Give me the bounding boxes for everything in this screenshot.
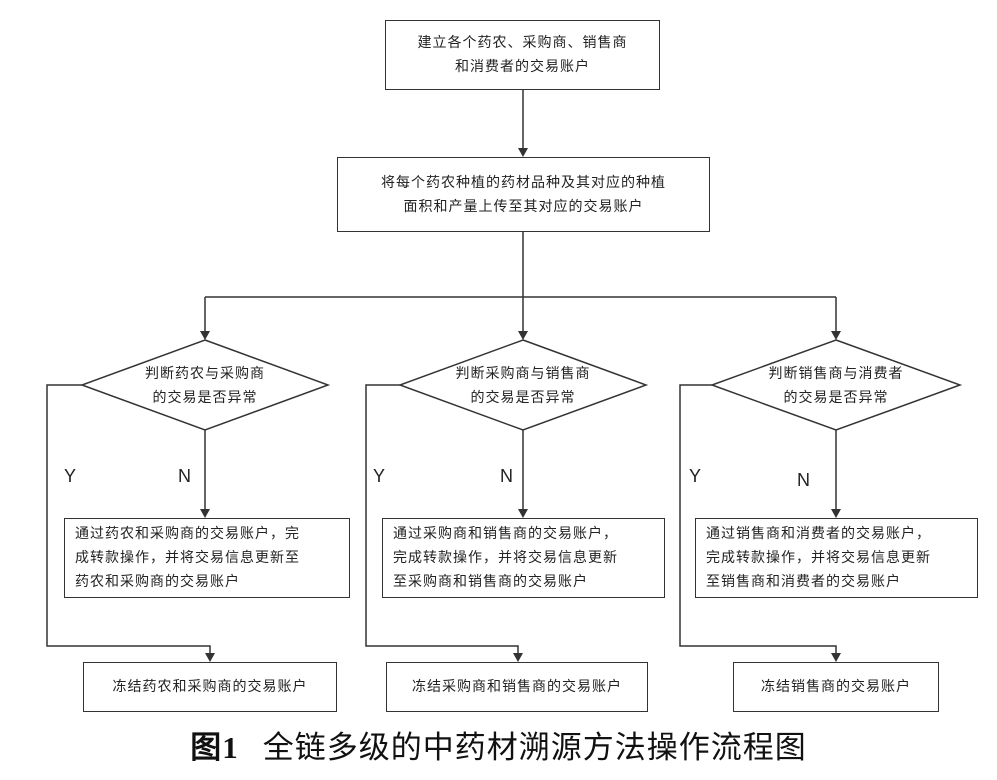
normal-action-text-3: 通过销售商和消费者的交易账户， 完成转款操作，并将交易信息更新 至销售商和消费者… [706,526,931,590]
no-label-1: N [178,466,191,486]
arrowhead [513,653,523,662]
arrowhead [831,331,841,340]
arrowhead [518,331,528,340]
abnormal-action-text-2: 冻结采购商和销售商的交易账户 [412,679,622,695]
arrowhead [518,148,528,157]
arrowhead [200,509,210,518]
arrowhead [831,653,841,662]
decision-text-1: 判断药农与采购商 的交易是否异常 [145,366,265,406]
normal-action-box-2: 通过采购商和销售商的交易账户， 完成转款操作，并将交易信息更新 至采购商和销售商… [382,518,665,598]
figure-caption: 图1 全链多级的中药材溯源方法操作流程图 [0,722,997,767]
connector-yes-1 [46,384,211,655]
normal-action-box-3: 通过销售商和消费者的交易账户， 完成转款操作，并将交易信息更新 至销售商和消费者… [695,518,978,598]
decision-text-2: 判断采购商与销售商 的交易是否异常 [455,366,591,406]
no-label-3: N [797,470,810,490]
step1-text: 建立各个药农、采购商、销售商 和消费者的交易账户 [417,35,628,75]
connector-yes-3 [679,384,837,655]
yes-label-3: Y [689,466,702,486]
step2-box: 将每个药农种植的药材品种及其对应的种植 面积和产量上传至其对应的交易账户 [337,157,710,232]
figure-title: 全链多级的中药材溯源方法操作流程图 [262,730,807,766]
normal-action-text-1: 通过药农和采购商的交易账户，完 成转款操作，并将交易信息更新至 药农和采购商的交… [75,526,300,590]
abnormal-action-box-1: 冻结药农和采购商的交易账户 [83,662,337,712]
arrowhead [200,331,210,340]
no-label-2: N [500,466,513,486]
abnormal-action-box-2: 冻结采购商和销售商的交易账户 [386,662,648,712]
yes-label-2: Y [373,466,386,486]
connector-yes-2 [365,384,519,655]
figure-number: 图1 [190,730,239,765]
abnormal-action-box-3: 冻结销售商的交易账户 [733,662,939,712]
yes-label-1: Y [64,466,77,486]
normal-action-text-2: 通过采购商和销售商的交易账户， 完成转款操作，并将交易信息更新 至采购商和销售商… [393,526,618,590]
arrowhead [518,509,528,518]
abnormal-action-text-1: 冻结药农和采购商的交易账户 [112,679,308,695]
normal-action-box-1: 通过药农和采购商的交易账户，完 成转款操作，并将交易信息更新至 药农和采购商的交… [64,518,350,598]
step1-box: 建立各个药农、采购商、销售商 和消费者的交易账户 [385,20,660,90]
decision-text-3: 判断销售商与消费者 的交易是否异常 [768,366,904,406]
step2-text: 将每个药农种植的药材品种及其对应的种植 面积和产量上传至其对应的交易账户 [381,174,666,215]
arrowhead [205,653,215,662]
abnormal-action-text-3: 冻结销售商的交易账户 [761,679,911,695]
arrowhead [831,509,841,518]
